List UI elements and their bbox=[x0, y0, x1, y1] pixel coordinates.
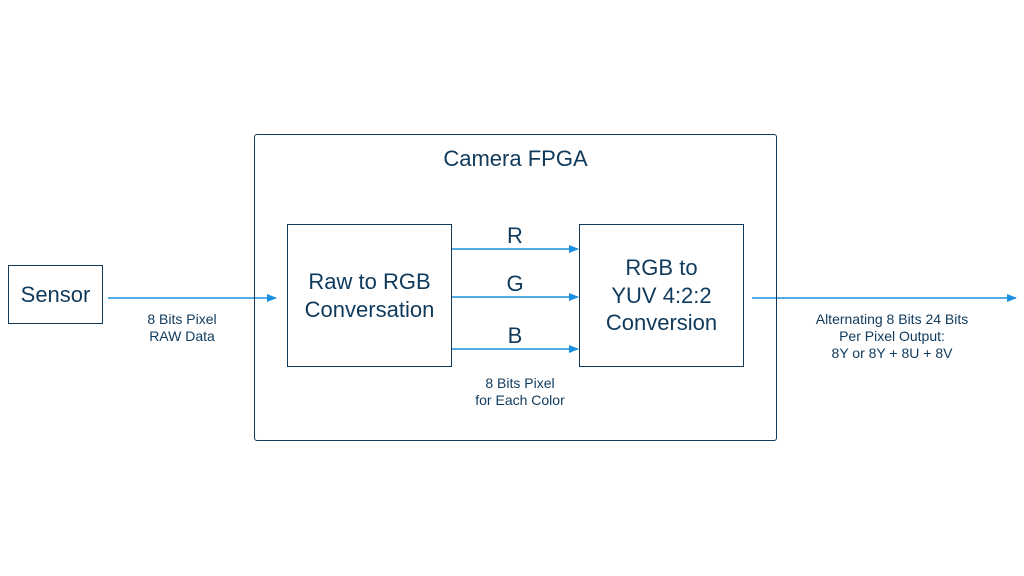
channel-label-r: R bbox=[507, 223, 523, 248]
sensor-edge-caption: 8 Bits Pixel RAW Data bbox=[112, 311, 252, 345]
raw-to-rgb-label-line1: Raw to RGB bbox=[308, 269, 431, 294]
channel-label-b: B bbox=[507, 323, 523, 348]
sensor-edge-caption-line2: RAW Data bbox=[149, 327, 215, 344]
channel-label-g: G bbox=[506, 271, 524, 296]
sensor-edge-caption-line1: 8 Bits Pixel bbox=[147, 311, 217, 327]
rgb-to-yuv-label-line2: YUV 4:2:2 bbox=[611, 282, 712, 308]
output-caption-line3: 8Y or 8Y + 8U + 8V bbox=[831, 344, 953, 361]
output-caption-line2: Per Pixel Output: bbox=[839, 327, 945, 344]
raw-to-rgb-node: Raw to RGB Conversation bbox=[287, 224, 452, 367]
rgb-to-yuv-label-line1: RGB to bbox=[625, 255, 698, 281]
rgb-to-yuv-node: RGB to YUV 4:2:2 Conversion bbox=[579, 224, 744, 367]
sensor-label: Sensor bbox=[20, 281, 91, 307]
output-caption: Alternating 8 Bits 24 Bits Per Pixel Out… bbox=[777, 311, 1007, 361]
fpga-container bbox=[254, 134, 777, 441]
channels-caption: 8 Bits Pixel for Each Color bbox=[430, 375, 610, 409]
fpga-title: Camera FPGA bbox=[443, 146, 588, 171]
sensor-node: Sensor bbox=[8, 265, 103, 324]
raw-to-rgb-label-line2: Conversation bbox=[304, 296, 435, 322]
channels-caption-line1: 8 Bits Pixel bbox=[485, 375, 555, 391]
output-caption-line1: Alternating 8 Bits 24 Bits bbox=[815, 311, 969, 327]
channels-caption-line2: for Each Color bbox=[475, 391, 565, 408]
rgb-to-yuv-label-line3: Conversion bbox=[605, 310, 718, 336]
